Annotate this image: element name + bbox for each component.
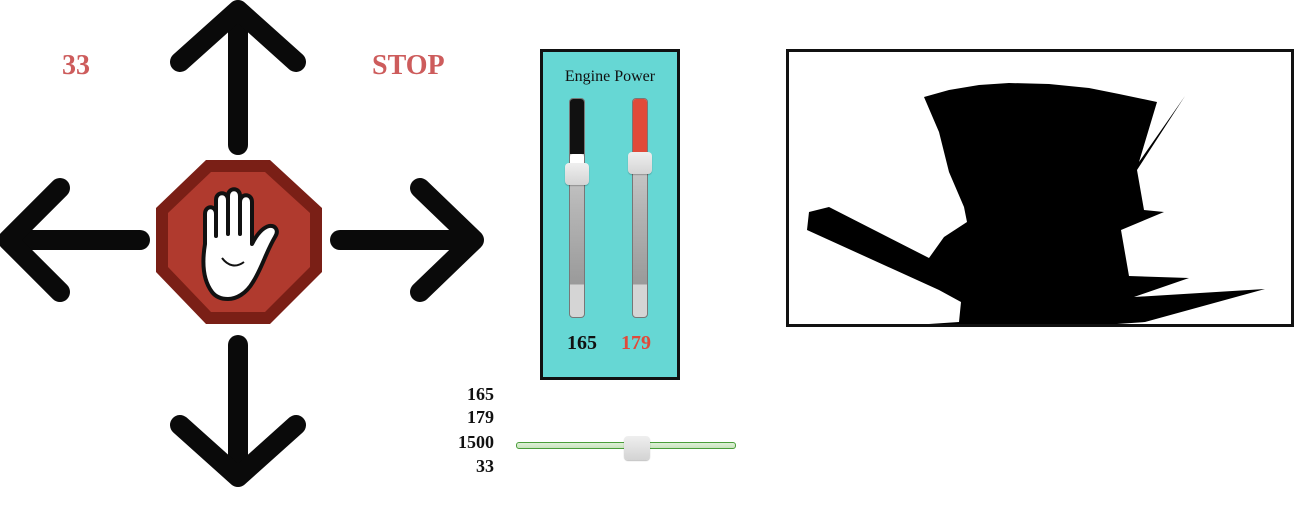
status-readout: STOP bbox=[372, 50, 445, 81]
engine-power-title: Engine Power bbox=[564, 68, 656, 85]
direction-pad bbox=[0, 0, 484, 487]
right-motor-fill bbox=[633, 99, 647, 154]
stop-hand-icon[interactable] bbox=[156, 160, 322, 324]
value-right-motor: 179 bbox=[467, 407, 494, 427]
speed-slider[interactable] bbox=[516, 436, 736, 460]
left-motor-gap bbox=[570, 154, 584, 164]
arrow-down-icon[interactable] bbox=[170, 335, 306, 487]
right-motor-thumb[interactable] bbox=[628, 152, 652, 174]
left-motor-fill bbox=[570, 99, 584, 154]
radar-scan-shape bbox=[807, 83, 1265, 326]
arrow-right-icon[interactable] bbox=[330, 178, 484, 302]
arrow-up-icon[interactable] bbox=[170, 0, 306, 155]
right-motor-value: 179 bbox=[621, 332, 651, 354]
value-left-motor: 165 bbox=[467, 384, 494, 404]
left-motor-value: 165 bbox=[567, 332, 597, 354]
left-motor-slider[interactable] bbox=[565, 98, 589, 318]
engine-power-panel: Engine Power 165 179 bbox=[540, 49, 680, 380]
value-speed: 33 bbox=[476, 456, 494, 476]
left-motor-thumb[interactable] bbox=[565, 163, 589, 185]
right-motor-slider[interactable] bbox=[628, 98, 652, 318]
value-servo: 1500 bbox=[458, 432, 494, 452]
arrow-left-icon[interactable] bbox=[0, 178, 150, 302]
speed-slider-thumb[interactable] bbox=[624, 436, 650, 460]
radar-view bbox=[786, 49, 1294, 327]
speed-readout: 33 bbox=[62, 50, 90, 81]
